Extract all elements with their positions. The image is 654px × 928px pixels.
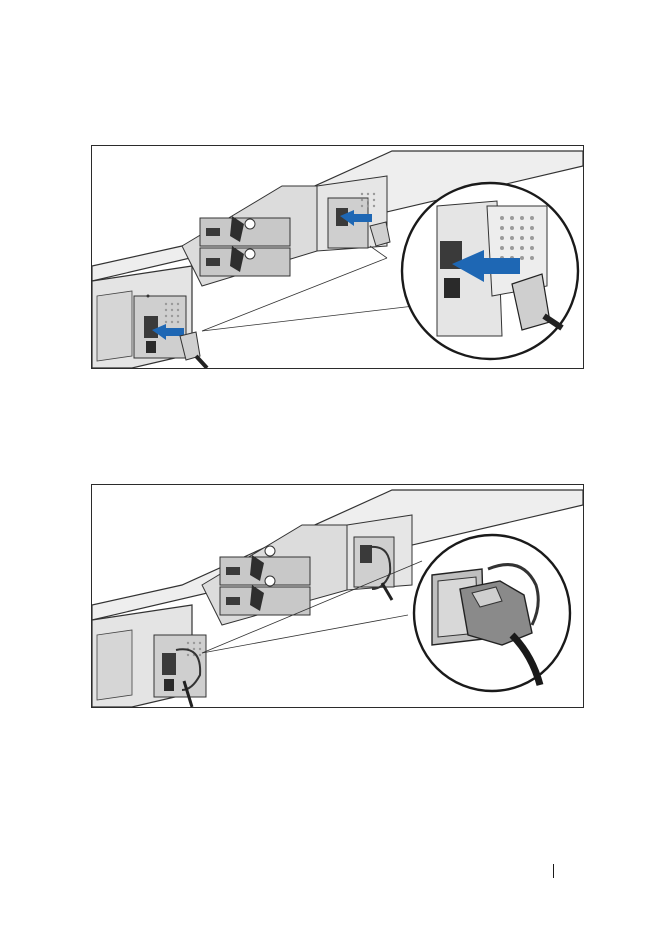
page-marker: [553, 864, 554, 878]
power-plug-secured-icon: [92, 485, 583, 707]
power-plug-insert-icon: [92, 146, 583, 368]
figure-power-cable-secured: [91, 484, 584, 708]
figure-power-cable-connection: [91, 145, 584, 369]
